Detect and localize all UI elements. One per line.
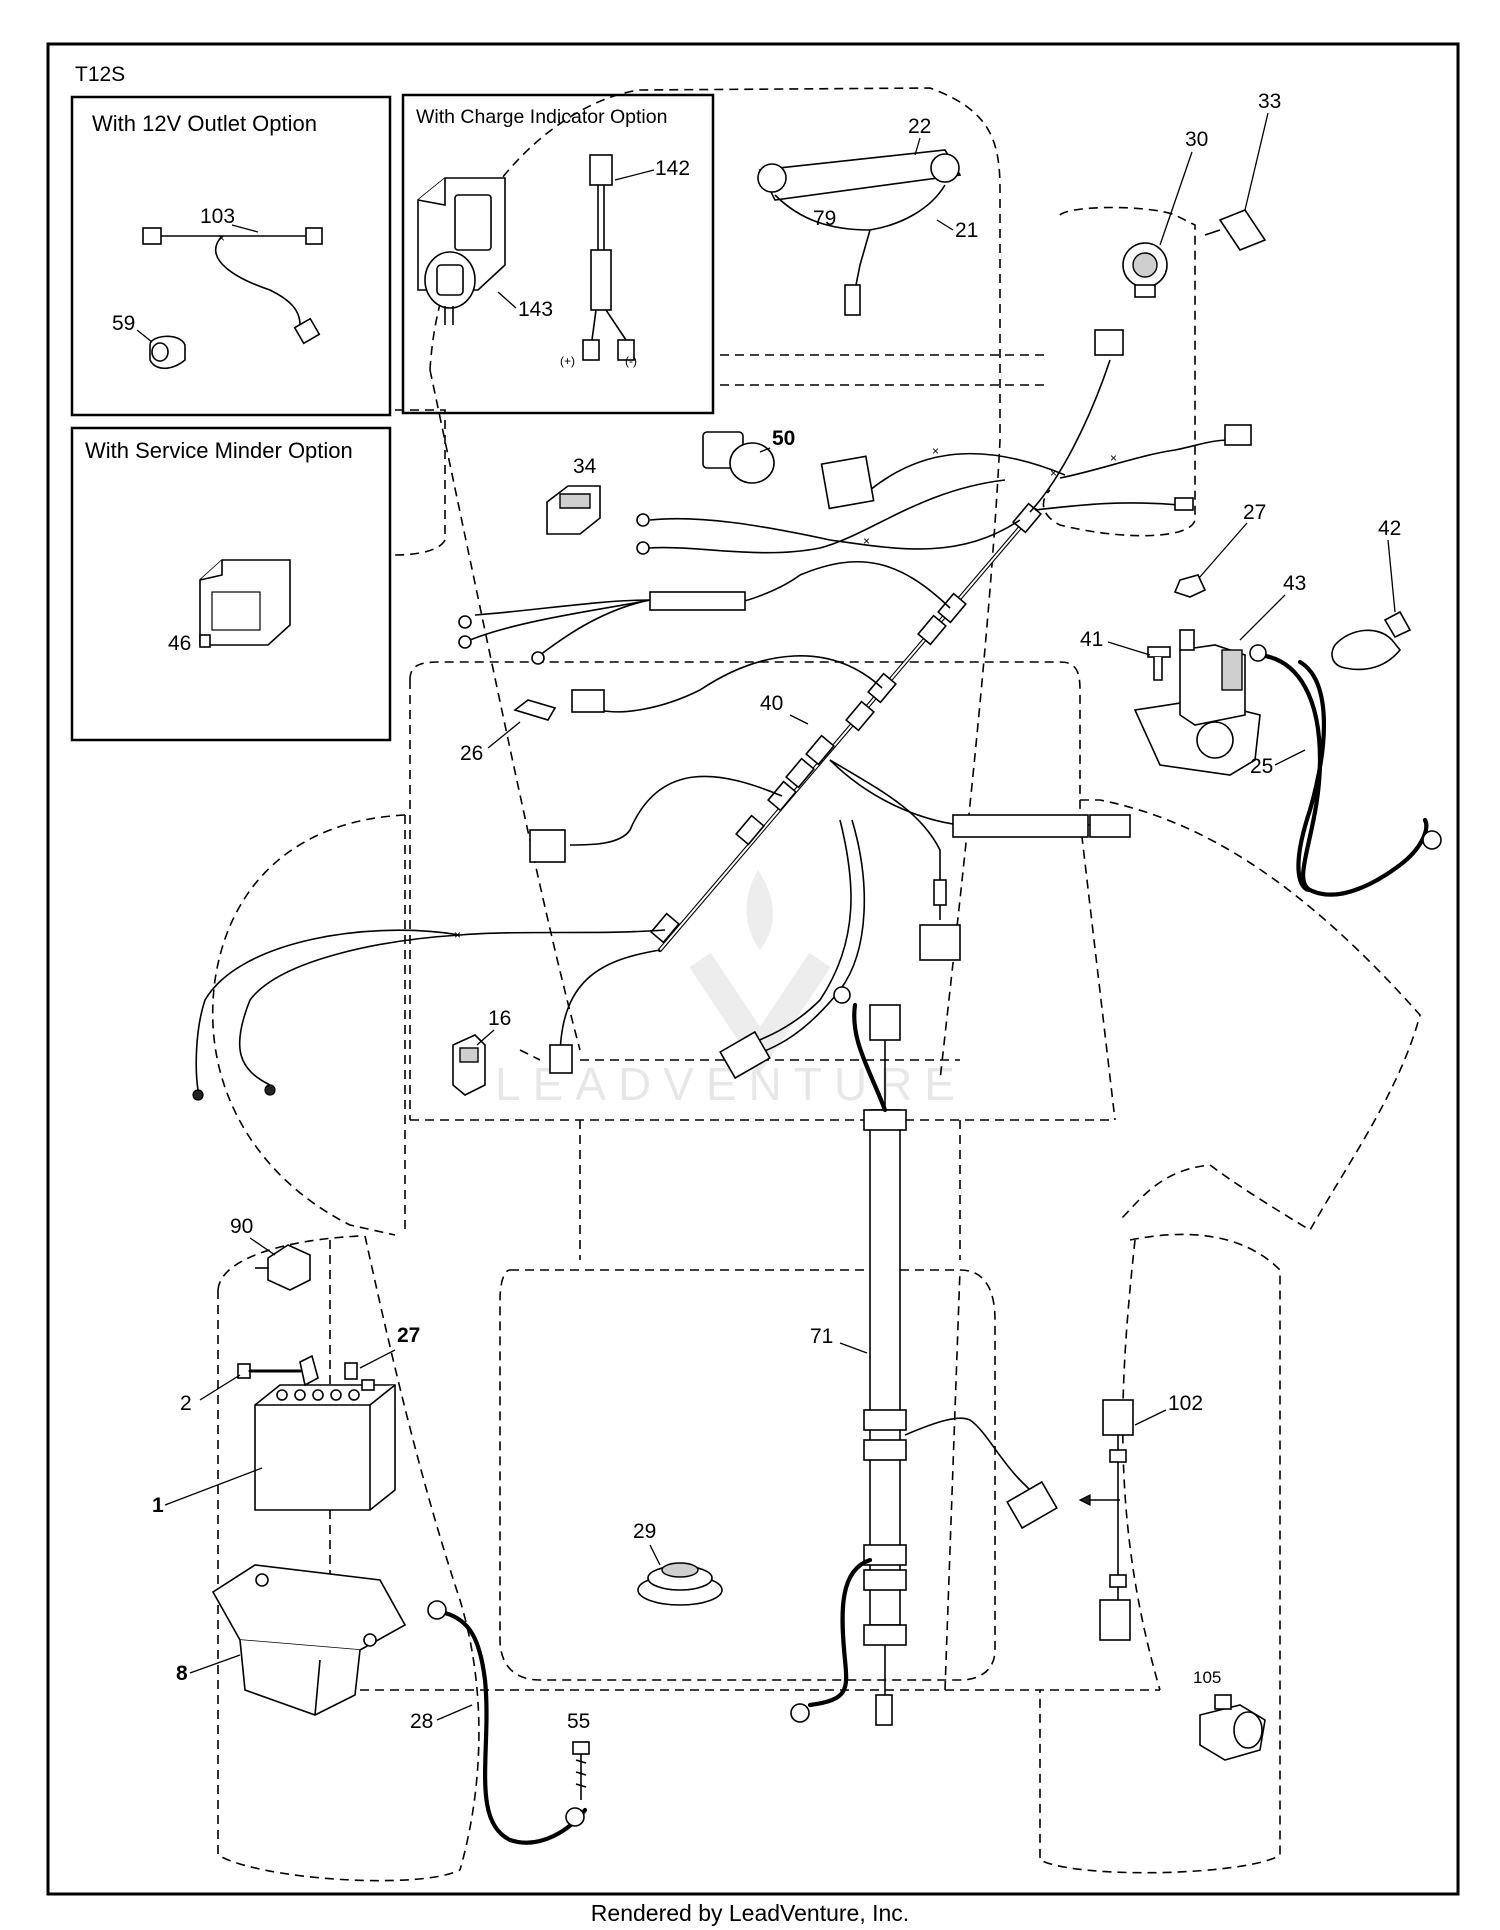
callout-105: 105: [1193, 1668, 1221, 1687]
watermark: LEADVENTURE: [495, 870, 955, 1110]
callout-21: 21: [955, 219, 978, 242]
solenoid-105: [1199, 1694, 1266, 1761]
bolt-41: [1147, 646, 1171, 681]
callout-50: 50: [772, 427, 795, 450]
svg-text:×: ×: [218, 231, 225, 245]
callout-90: 90: [230, 1215, 253, 1238]
battery-cable-25: [1249, 644, 1442, 897]
callout-1: 1: [152, 1494, 164, 1517]
bolt-55: [572, 1741, 590, 1800]
callout-30: 30: [1185, 128, 1208, 151]
terminal-boot-42: [1331, 610, 1412, 671]
callout-34: 34: [573, 455, 597, 478]
switch-16: [452, 1034, 486, 1096]
callout-102: 102: [1168, 1392, 1203, 1415]
pto-switch-50: [702, 431, 775, 484]
callout-27-top: 27: [1243, 501, 1266, 524]
ignition-switch-30: [1122, 242, 1168, 298]
footer-credit: Rendered by LeadVenture, Inc.: [590, 1900, 910, 1926]
callout-25: 25: [1250, 755, 1273, 778]
callout-33: 33: [1258, 90, 1281, 113]
adapter-harness-142: [582, 154, 635, 361]
option-box-service-minder: With Service Minder Option 46: [70, 426, 392, 742]
callout-8: 8: [176, 1662, 188, 1685]
svg-text:×: ×: [1110, 451, 1117, 465]
outlet-harness-103: ×: [142, 227, 323, 345]
model-label: T12S: [75, 63, 125, 86]
switch-102: [1078, 1399, 1134, 1641]
callout-22: 22: [908, 115, 931, 138]
rear-harness-71: [790, 986, 1058, 1726]
svg-text:×: ×: [863, 534, 870, 548]
callout-28: 28: [410, 1710, 433, 1733]
ground-cable-28: [427, 1600, 588, 1845]
ignition-key-33: [1204, 209, 1267, 251]
option-box-12v-outlet: With 12V Outlet Option × 103 59: [70, 95, 392, 417]
callout-46: 46: [168, 632, 191, 655]
callout-42: 42: [1378, 517, 1401, 540]
fuse-26: [513, 699, 557, 721]
callout-29: 29: [633, 1520, 656, 1543]
callout-55: 55: [567, 1710, 590, 1733]
option-title-12v: With 12V Outlet Option: [92, 111, 317, 136]
service-minder-46: [199, 559, 291, 648]
switch-34: [546, 485, 601, 535]
battery-tray-8: [211, 1564, 407, 1716]
callout-26: 26: [460, 742, 483, 765]
option-title-service: With Service Minder Option: [85, 438, 353, 463]
relay-90: [255, 1244, 311, 1291]
main-harness-40: × × × ×: [192, 329, 1252, 1101]
option-box-charge-indicator: With Charge Indicator Option (+) (-) 142…: [401, 93, 715, 415]
callout-103: 103: [200, 205, 235, 228]
terminal-positive: (+): [560, 354, 575, 368]
callout-142: 142: [655, 157, 690, 180]
callout-59: 59: [112, 312, 135, 335]
power-outlet-59: [149, 335, 186, 370]
battery-1: [254, 1379, 396, 1511]
starter-solenoid-43: [1133, 629, 1261, 776]
nut-27-bottom: [344, 1362, 358, 1380]
charge-indicator-143: [417, 177, 506, 325]
bolt-2: [237, 1354, 319, 1387]
option-title-charge: With Charge Indicator Option: [416, 106, 667, 128]
callout-40: 40: [760, 692, 783, 715]
terminal-negative: (-): [625, 354, 637, 368]
chassis-outlines: [211, 87, 1421, 1882]
diagram-frame: [46, 42, 1460, 1896]
nut-27: [1173, 574, 1207, 598]
plug-29: [637, 1562, 723, 1606]
callout-27-bottom: 27: [397, 1324, 420, 1347]
svg-text:×: ×: [1050, 466, 1057, 480]
svg-text:×: ×: [932, 444, 939, 458]
callout-43: 43: [1283, 572, 1306, 595]
callout-2: 2: [180, 1392, 192, 1415]
callout-16: 16: [488, 1007, 511, 1030]
callout-71: 71: [810, 1325, 833, 1348]
svg-text:×: ×: [454, 928, 461, 942]
headlight-harness: [757, 149, 962, 316]
callout-41: 41: [1080, 628, 1103, 651]
callout-143: 143: [518, 298, 553, 321]
callout-79: 79: [813, 207, 836, 230]
